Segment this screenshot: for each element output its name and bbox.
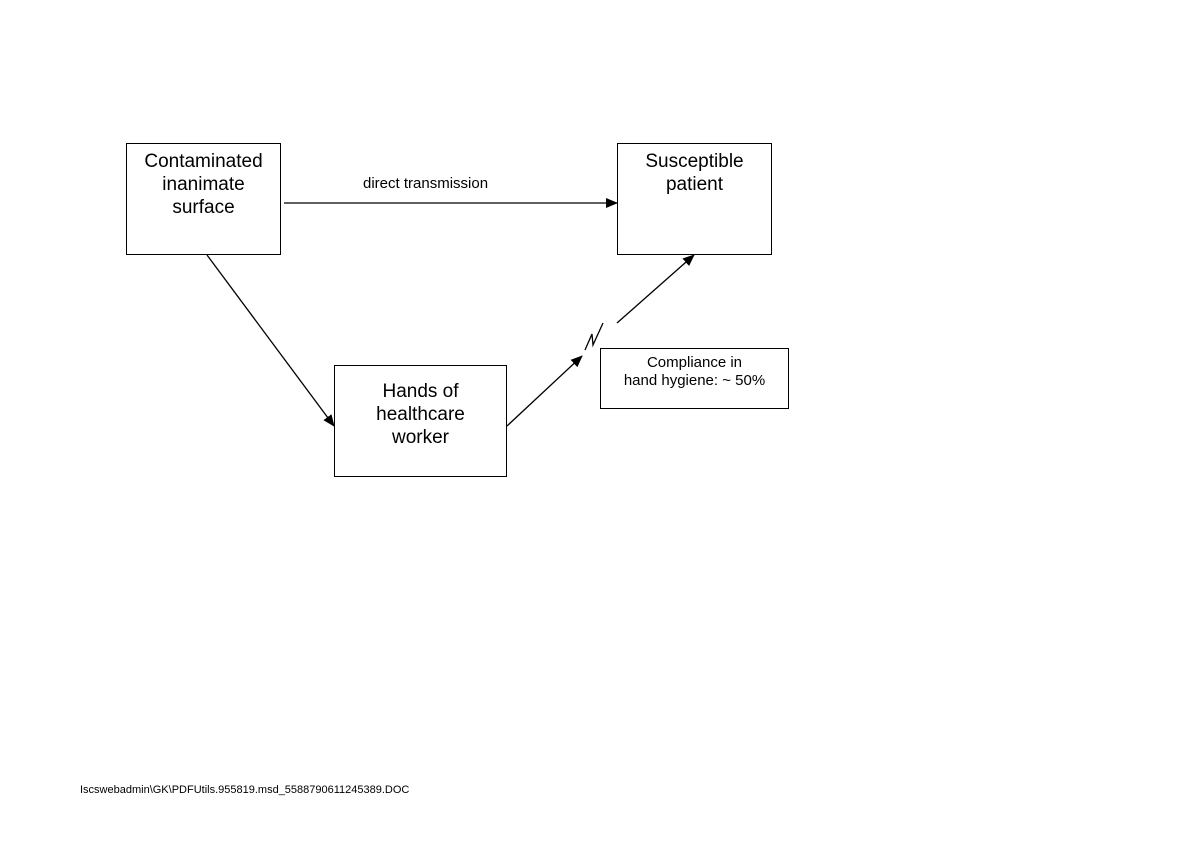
node-healthcare-worker-hands-label: Hands of healthcare worker [376, 381, 465, 448]
footer-file-path: Iscswebadmin\GK\PDFUtils.955819.msd_5588… [80, 784, 410, 796]
compliance-note: Compliance in hand hygiene: ~ 50% [600, 348, 789, 409]
arrow-surface-to-hands [206, 254, 335, 427]
node-healthcare-worker-hands: Hands of healthcare worker [334, 365, 507, 477]
node-contaminated-surface: Contaminated inanimate surface [126, 143, 281, 255]
node-susceptible-patient-label: Susceptible patient [645, 151, 744, 195]
node-contaminated-surface-label: Contaminated inanimate surface [144, 151, 263, 218]
arrow-hands-to-break [506, 355, 583, 427]
arrow-break-to-patient [616, 254, 695, 324]
interruption-zigzag-icon [584, 322, 604, 351]
node-susceptible-patient: Susceptible patient [617, 143, 772, 255]
direct-transmission-label: direct transmission [363, 175, 489, 192]
compliance-note-label: Compliance in hand hygiene: ~ 50% [623, 354, 766, 389]
